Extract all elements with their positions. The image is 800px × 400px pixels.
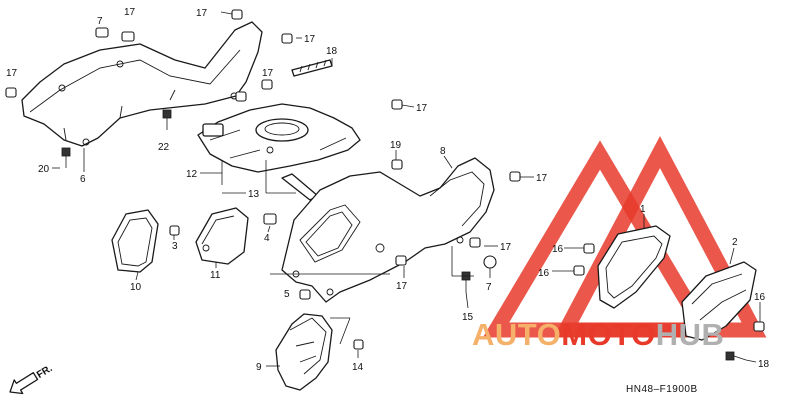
callouts: 7 17 17 17 17 18 17 17 22 20 6 12 13 19 … xyxy=(6,7,770,373)
callout-3: 3 xyxy=(172,241,178,252)
callout-17-left: 17 xyxy=(6,68,18,79)
callout-1: 1 xyxy=(640,204,646,215)
callout-18-right: 18 xyxy=(758,359,770,370)
callout-17-mid-left: 17 xyxy=(262,68,274,79)
callout-20: 20 xyxy=(38,164,50,175)
fasteners xyxy=(5,9,765,361)
callout-11: 11 xyxy=(210,270,221,281)
watermark-word-hub: HUB xyxy=(656,317,725,352)
callout-16-upper: 16 xyxy=(552,244,564,255)
front-direction-label: FR. xyxy=(35,363,55,381)
callout-16-right: 16 xyxy=(754,292,766,303)
callout-7-top: 7 xyxy=(97,16,103,27)
part-small-panel xyxy=(111,209,159,273)
watermark-word-moto: MOTO xyxy=(561,317,655,352)
callout-17-upper: 17 xyxy=(304,34,316,45)
callout-17-mid-right: 17 xyxy=(416,103,428,114)
callout-19: 19 xyxy=(390,140,402,151)
callout-17-lower-center: 17 xyxy=(396,281,408,292)
callout-22: 22 xyxy=(158,142,170,153)
callout-5: 5 xyxy=(284,289,290,300)
part-lid xyxy=(195,207,249,265)
part-strip xyxy=(281,173,319,201)
front-direction-arrow: FR. xyxy=(9,363,55,395)
callout-17-right: 17 xyxy=(536,173,548,184)
callout-10: 10 xyxy=(130,282,142,293)
callout-12: 12 xyxy=(186,169,198,180)
watermark-word-auto: AUTO xyxy=(472,317,561,352)
watermark-text: AUTOMOTOHUB xyxy=(472,317,724,352)
part-center-top-cover xyxy=(197,103,361,173)
callout-18-top: 18 xyxy=(326,46,338,57)
callout-7-lower: 7 xyxy=(486,282,492,293)
callout-8: 8 xyxy=(440,146,446,157)
callout-4: 4 xyxy=(264,233,270,244)
callout-2: 2 xyxy=(732,237,738,248)
part-cover xyxy=(681,261,757,341)
part-left-side-cover xyxy=(21,21,263,147)
part-bolt-stud xyxy=(291,59,333,77)
callout-17-lower-right: 17 xyxy=(500,242,512,253)
callout-16-lower: 16 xyxy=(538,268,550,279)
part-right-side-cover xyxy=(281,157,495,303)
callout-9: 9 xyxy=(256,362,262,373)
callout-15: 15 xyxy=(462,312,474,323)
callout-13: 13 xyxy=(248,189,260,200)
callout-6: 6 xyxy=(80,174,86,185)
leader-lines xyxy=(52,11,761,367)
diagram-code: HN48–F1900B xyxy=(626,384,698,395)
callout-17-top-center: 17 xyxy=(196,8,208,19)
callout-14: 14 xyxy=(352,362,364,373)
part-lower-fender xyxy=(275,313,333,391)
callout-17-top: 17 xyxy=(124,7,136,18)
part-plate xyxy=(597,225,671,309)
